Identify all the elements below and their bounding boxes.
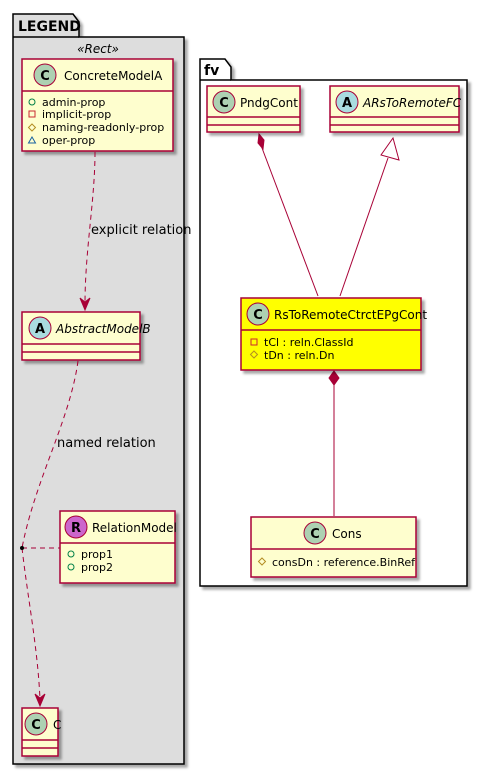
protected-icon — [27, 123, 37, 132]
svg-text:C: C — [40, 69, 50, 84]
svg-text:C: C — [310, 527, 320, 542]
legend-stereotype: «Rect» — [77, 42, 119, 56]
class-c[interactable]: C C — [21, 707, 61, 757]
class-c-icon: C — [303, 521, 327, 545]
legend-title: LEGEND — [18, 19, 81, 35]
svg-text:A: A — [35, 322, 45, 337]
public-icon — [67, 550, 75, 558]
class-c-icon: C — [24, 712, 48, 736]
class-pndg-cont[interactable]: C PndgCont — [206, 85, 301, 133]
attribute: tDn : reln.Dn — [264, 349, 334, 362]
composition-edge-pndg — [257, 132, 319, 297]
composition-edge-cons — [328, 370, 340, 516]
class-name: C — [53, 718, 61, 732]
class-c-icon: C — [33, 63, 57, 87]
abstract-a-icon: A — [335, 90, 359, 114]
class-abstract-model-b[interactable]: A AbstractModelB — [21, 311, 151, 361]
fv-title: fv — [204, 63, 219, 79]
protected-icon — [257, 557, 267, 566]
class-name: RelationModel — [92, 521, 177, 535]
attribute: prop2 — [81, 561, 113, 574]
class-concrete-model-a[interactable]: C ConcreteModelA admin-prop implicit-pro… — [21, 58, 174, 152]
svg-text:R: R — [71, 521, 81, 536]
svg-text:C: C — [31, 718, 41, 733]
private-icon — [250, 338, 258, 346]
public-icon — [67, 563, 75, 571]
class-cons[interactable]: C Cons consDn : reference.BinRef — [250, 516, 417, 578]
class-c-icon: C — [246, 302, 270, 326]
attribute: consDn : reference.BinRef — [272, 556, 416, 569]
class-name: ConcreteModelA — [64, 69, 163, 83]
private-icon — [28, 110, 36, 118]
explicit-relation-edge: explicit relation — [79, 151, 191, 312]
svg-text:C: C — [253, 308, 263, 323]
package-icon — [27, 136, 37, 144]
class-rs-to-remote-ctrct-epg-cont[interactable]: C RsToRemoteCtrctEPgCont tCl : reln.Clas… — [240, 297, 427, 371]
attribute: prop1 — [81, 548, 113, 561]
attribute: admin-prop — [42, 96, 105, 109]
public-icon — [28, 98, 36, 106]
svg-text:C: C — [219, 96, 229, 111]
explicit-relation-label: explicit relation — [91, 223, 191, 238]
svg-text:A: A — [342, 96, 352, 111]
attribute: tCl : reln.ClassId — [264, 336, 354, 349]
class-name: AbstractModelB — [55, 322, 151, 336]
attribute: implicit-prop — [42, 108, 111, 121]
class-ars-to-remote-fc[interactable]: A ARsToRemoteFC — [329, 85, 462, 133]
class-name: Cons — [332, 527, 362, 541]
protected-icon — [249, 350, 259, 359]
class-name: RsToRemoteCtrctEPgCont — [274, 308, 427, 322]
class-name: ARsToRemoteFC — [362, 96, 462, 110]
relation-r-icon: R — [64, 515, 88, 539]
class-c-icon: C — [212, 90, 236, 114]
class-name: PndgCont — [240, 96, 298, 110]
named-relation-edge: named relation — [20, 360, 156, 708]
named-relation-label: named relation — [57, 436, 156, 451]
abstract-a-icon: A — [28, 316, 52, 340]
inheritance-edge — [339, 136, 400, 297]
attribute: oper-prop — [42, 134, 95, 147]
attribute: naming-readonly-prop — [42, 121, 164, 134]
class-relation-model[interactable]: R RelationModel prop1 prop2 — [59, 510, 177, 584]
